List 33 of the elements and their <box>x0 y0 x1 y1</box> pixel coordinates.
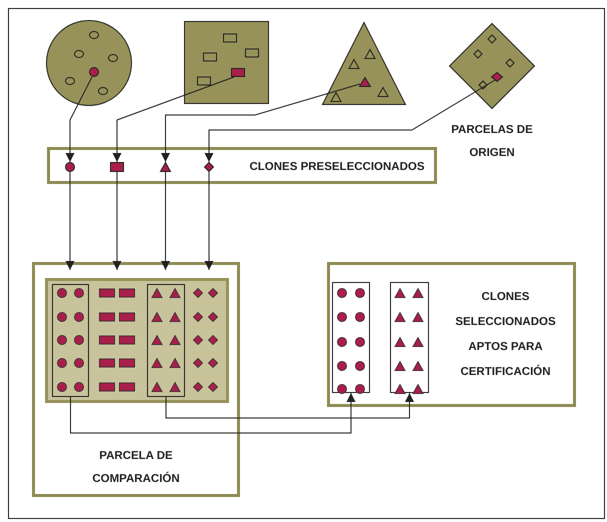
label-text: CLONES SELECCIONADOS APTOS PARA CERTIFICACIÓN <box>454 290 557 380</box>
clone-mark <box>110 162 124 172</box>
arrow <box>66 76 92 162</box>
arrow <box>112 172 122 270</box>
arrow <box>70 392 356 434</box>
clone-mark <box>231 68 245 77</box>
clone-mark <box>359 77 371 87</box>
clone-mark <box>491 72 503 82</box>
arrow <box>166 392 414 418</box>
circular-plot <box>46 20 132 106</box>
certified-column <box>332 282 370 393</box>
diamond-plot <box>449 23 535 109</box>
comparison-plot-panel <box>32 262 240 497</box>
arrow <box>204 172 214 270</box>
arrow <box>112 76 234 162</box>
triangular-plot <box>322 22 406 105</box>
certified-column <box>390 282 429 393</box>
clone-grid-drawing <box>45 278 229 403</box>
arrow <box>66 172 74 270</box>
arrow <box>204 80 496 162</box>
selected-column <box>147 284 185 397</box>
label-text: CLONES PRESELECCIONADOS <box>248 161 426 173</box>
clone-mark <box>160 162 171 172</box>
preselected-clones-panel <box>47 147 437 184</box>
selected-column <box>52 284 89 397</box>
clone-mark <box>65 162 75 172</box>
certified-clones-panel <box>327 262 576 407</box>
arrow <box>161 172 170 270</box>
caption-text: PARCELAS DE ORIGEN <box>450 123 534 161</box>
clone-mark <box>204 162 214 172</box>
square-plot <box>184 21 269 104</box>
label-text: PARCELA DE COMPARACIÓN <box>91 449 181 487</box>
arrow <box>161 84 360 162</box>
